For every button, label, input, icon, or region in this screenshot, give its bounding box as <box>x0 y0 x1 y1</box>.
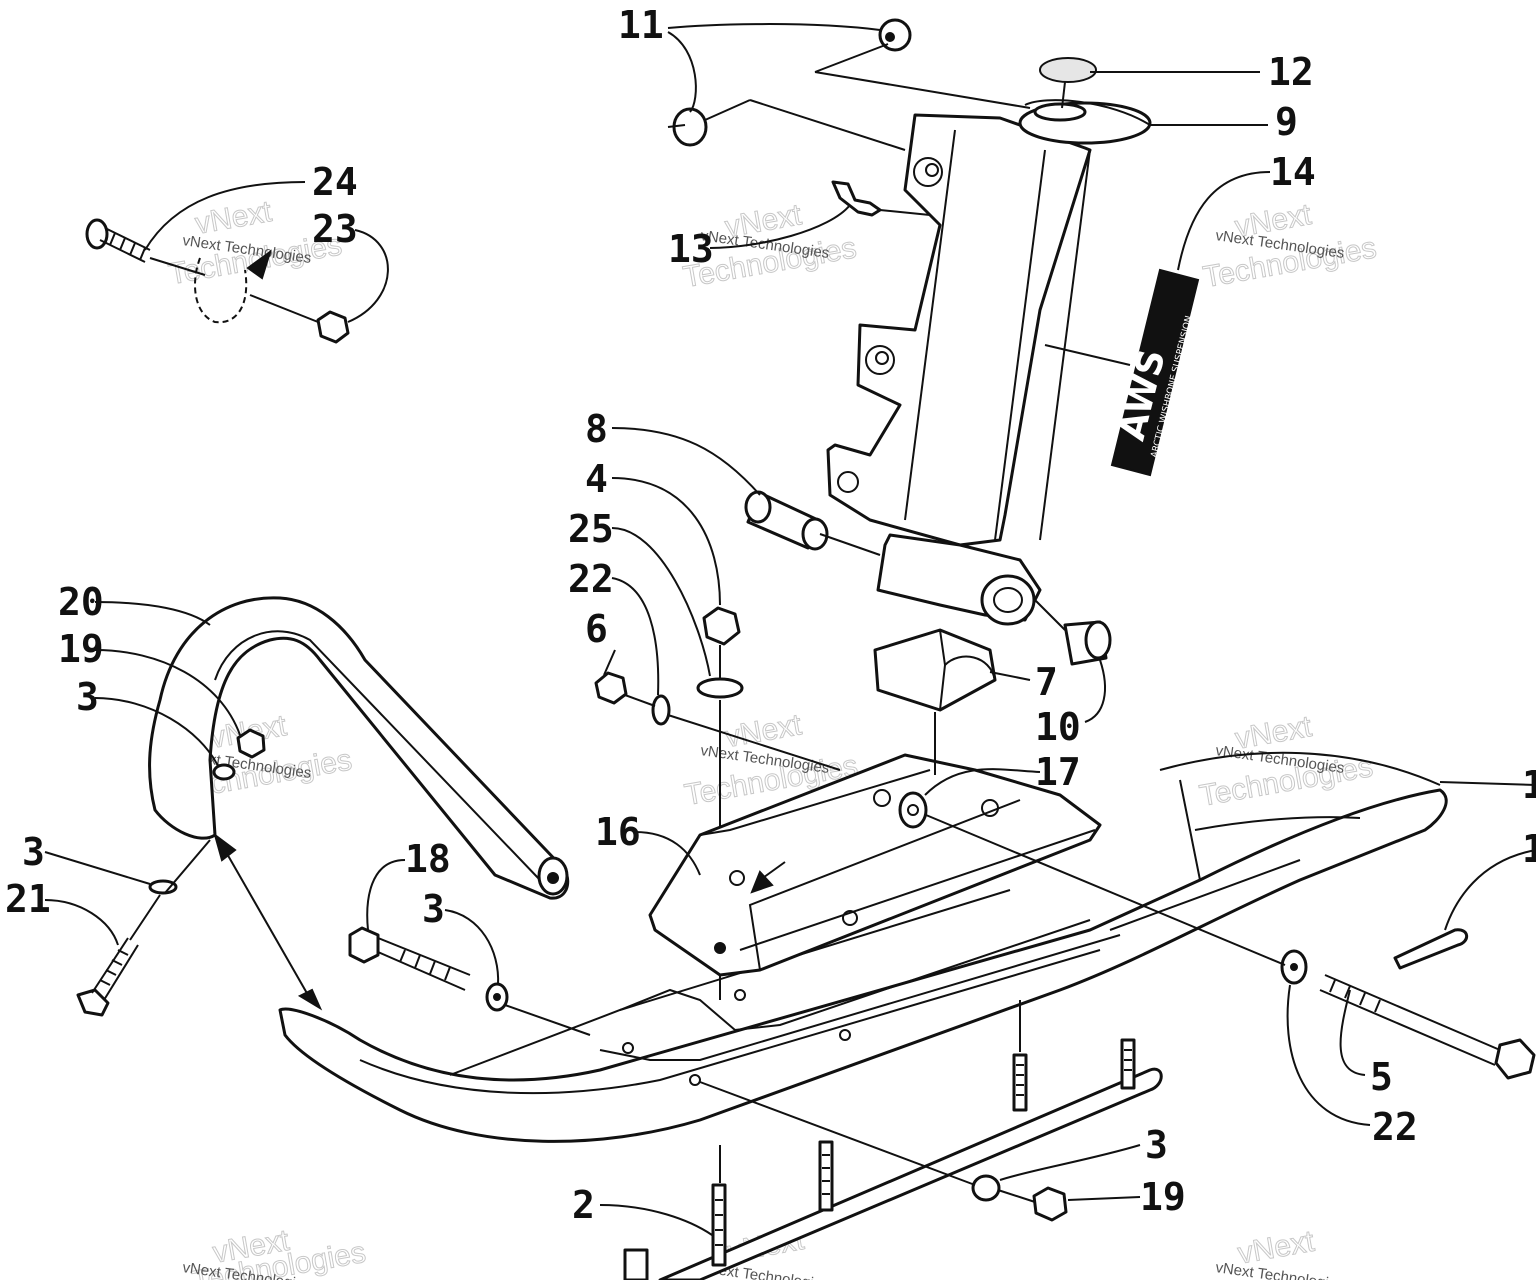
watermark-big: vNext <box>193 195 275 241</box>
callout-11: 11 <box>618 3 664 47</box>
callout-5: 5 <box>1370 1055 1393 1099</box>
leader-lines <box>44 23 1536 1236</box>
washer-3-upper <box>212 763 236 781</box>
washer-22-right <box>1280 949 1308 985</box>
callout-3: 3 <box>1145 1123 1168 1167</box>
nut-4 <box>702 606 741 646</box>
callout-3: 3 <box>76 675 99 719</box>
callout-22: 22 <box>568 557 614 601</box>
callout-10: 10 <box>1035 705 1081 749</box>
bolt-5 <box>1319 974 1536 1080</box>
ski-handle-20 <box>148 596 570 900</box>
callout-23: 23 <box>312 207 358 251</box>
callout-6: 6 <box>585 607 608 651</box>
bracket-23-24 <box>194 249 272 324</box>
washer-22 <box>651 694 671 726</box>
spindle-part <box>826 99 1152 626</box>
callout-14: 14 <box>1270 150 1316 194</box>
cotter-pin-1 <box>1393 928 1469 970</box>
callout-12: 12 <box>1268 50 1314 94</box>
callout-19: 19 <box>1140 1175 1186 1219</box>
wear-rod-2 <box>623 1038 1163 1280</box>
cap-12 <box>1039 57 1097 83</box>
callout-2: 2 <box>572 1183 595 1227</box>
watermark-group: vNext Technologies vNext Technologies vN… <box>166 194 1380 1280</box>
callout-24: 24 <box>312 160 358 204</box>
callout-18: 18 <box>405 837 451 881</box>
bushing-11-upper <box>878 18 912 52</box>
callout-25: 25 <box>568 507 614 551</box>
callout-8: 8 <box>585 407 608 451</box>
callout-7: 7 <box>1035 660 1058 704</box>
bushing-11-lower <box>667 107 708 147</box>
callout-13: 13 <box>668 227 714 271</box>
ski-body-1 <box>278 751 1448 1143</box>
washer-3-mid <box>485 982 509 1012</box>
grease-fitting-13 <box>831 180 882 217</box>
callout-3: 3 <box>22 830 45 874</box>
washer-17 <box>898 791 928 829</box>
callout-22: 22 <box>1372 1105 1418 1149</box>
callout-1: 1 <box>1522 763 1536 807</box>
nut-6 <box>594 671 628 705</box>
bushing-8 <box>744 490 829 551</box>
saddle-16 <box>648 753 1102 977</box>
washer-25 <box>696 677 744 699</box>
callout-4: 4 <box>585 457 608 501</box>
callout-labels: 11 12 9 14 13 24 23 8 4 25 22 6 7 10 17 … <box>5 3 1536 1227</box>
nut-23 <box>316 310 350 344</box>
nut-19-lower <box>1032 1186 1068 1222</box>
washer-3-left <box>148 879 178 895</box>
bolt-24 <box>85 218 151 263</box>
bolt-18 <box>348 926 471 991</box>
callout-16: 16 <box>595 810 641 854</box>
aws-decal: AWS ARCTIC WISHBONE SUSPENSION <box>1110 268 1200 477</box>
callout-21: 21 <box>5 877 51 921</box>
callout-17: 17 <box>1035 750 1081 794</box>
callout-3: 3 <box>422 887 445 931</box>
nut-19-upper <box>236 728 266 759</box>
callout-9: 9 <box>1275 100 1298 144</box>
bushing-10 <box>1063 620 1112 666</box>
washer-3-lower <box>971 1174 1001 1202</box>
callout-19: 19 <box>58 627 104 671</box>
block-7 <box>873 628 997 712</box>
callout-1: 1 <box>1522 827 1536 871</box>
bolt-21 <box>76 937 139 1017</box>
callout-20: 20 <box>58 580 104 624</box>
